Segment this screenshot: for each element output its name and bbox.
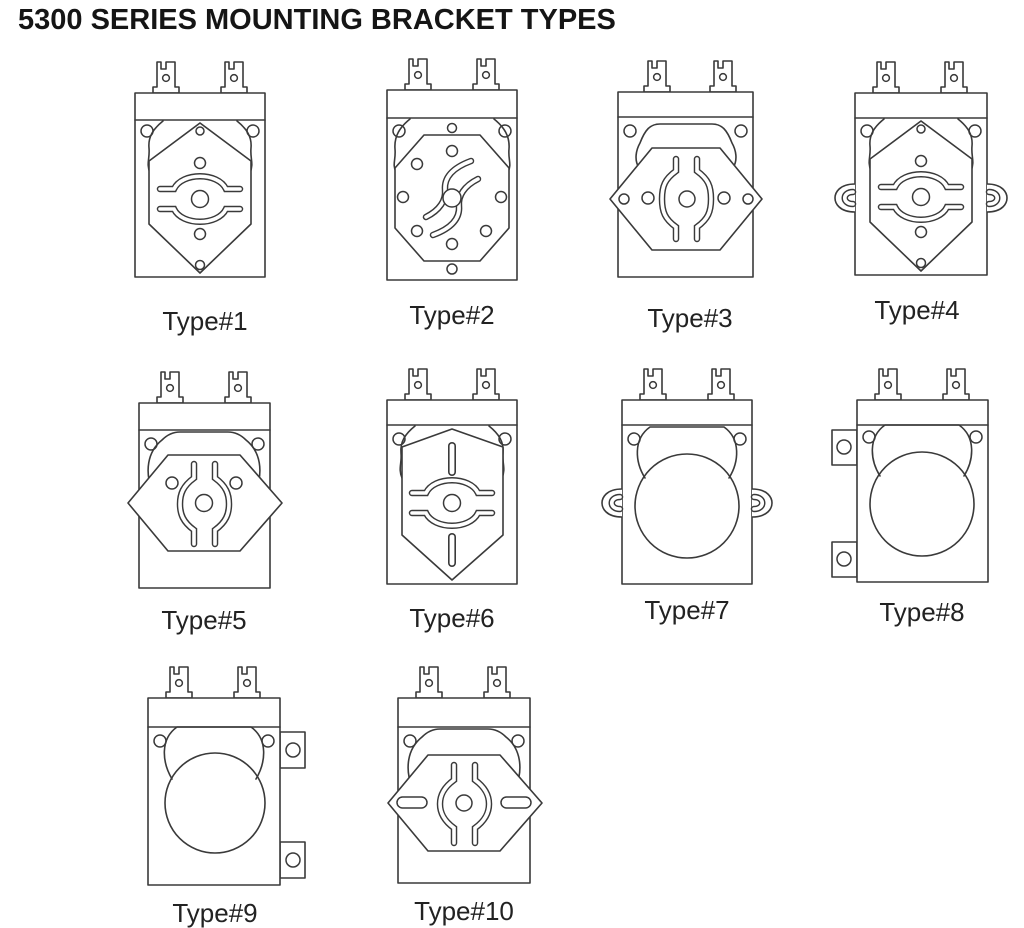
figure-label-type-3: Type#3 (647, 303, 733, 333)
spade-terminal (707, 368, 735, 401)
figure-label-type-10: Type#10 (414, 896, 514, 926)
spade-terminal (156, 371, 184, 404)
wing-slot (396, 796, 428, 809)
figure-type-1 (134, 61, 266, 278)
figure-type-6 (386, 368, 518, 585)
spade-terminal (404, 58, 432, 91)
figure-label-type-6: Type#6 (409, 603, 495, 633)
motor-body (147, 697, 281, 886)
spade-terminal (483, 666, 511, 699)
figure-label-type-1: Type#1 (162, 306, 248, 336)
rotor-circle (869, 451, 975, 557)
motor-body (621, 399, 753, 585)
spade-terminal (472, 368, 500, 401)
figure-type-3 (609, 60, 763, 278)
page-title: 5300 SERIES MOUNTING BRACKET TYPES (18, 4, 616, 36)
figure-type-2 (386, 58, 518, 281)
figure-label-type-5: Type#5 (161, 605, 247, 635)
spade-terminal (233, 666, 261, 699)
spade-terminal (940, 61, 968, 94)
figure-type-4 (834, 61, 1008, 276)
spade-terminal (165, 666, 193, 699)
spade-terminal (639, 368, 667, 401)
spade-terminal (472, 58, 500, 91)
figure-type-7 (601, 368, 773, 585)
spade-terminal (643, 60, 671, 93)
figure-type-5 (127, 371, 283, 589)
spade-terminal (872, 61, 900, 94)
rotor-circle (634, 453, 740, 559)
figure-label-type-9: Type#9 (172, 898, 258, 928)
figure-label-type-8: Type#8 (879, 597, 965, 627)
spade-terminal (220, 61, 248, 94)
figure-type-8 (831, 368, 989, 583)
spade-terminal (709, 60, 737, 93)
motor-body (856, 399, 989, 583)
spade-terminal (152, 61, 180, 94)
figure-type-10 (387, 666, 543, 884)
figure-label-type-7: Type#7 (644, 595, 730, 625)
spade-terminal (942, 368, 970, 401)
spade-terminal (224, 371, 252, 404)
spade-terminal (415, 666, 443, 699)
figure-label-type-2: Type#2 (409, 300, 495, 330)
figure-label-type-4: Type#4 (874, 295, 960, 325)
spade-terminal (874, 368, 902, 401)
spade-terminal (404, 368, 432, 401)
figure-type-9 (147, 666, 306, 886)
rotor-circle (164, 752, 266, 854)
wing-slot (500, 796, 532, 809)
